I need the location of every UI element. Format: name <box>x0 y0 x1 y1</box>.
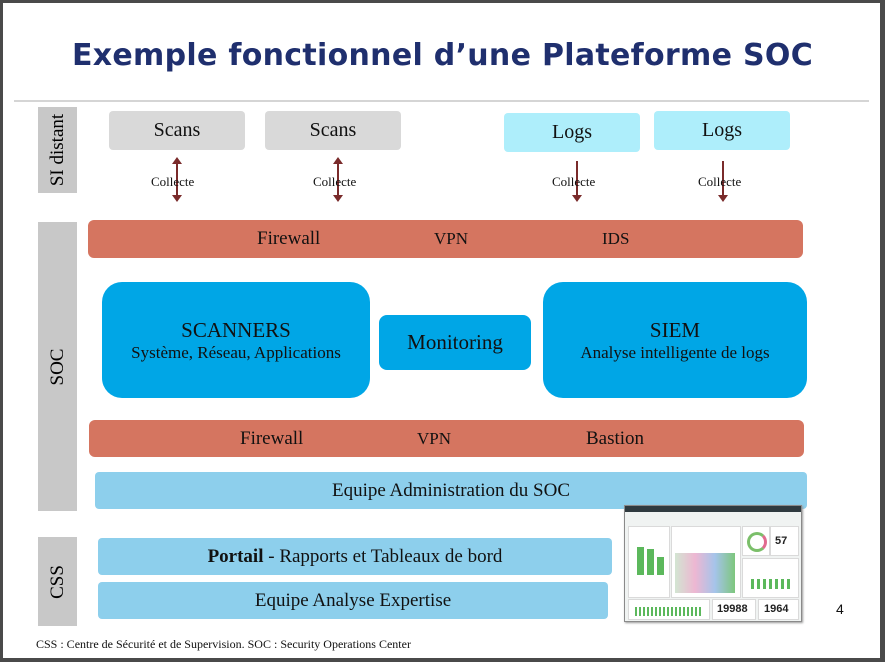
band1-firewall: Firewall <box>257 228 321 249</box>
collecte-label-2: Collecte <box>313 174 357 189</box>
dashboard-panel-timeline <box>628 599 710 620</box>
firewall-vpn-ids-band: Firewall VPN IDS <box>88 220 803 258</box>
monitoring-label: Monitoring <box>407 330 503 354</box>
analyse-band: Equipe Analyse Expertise <box>98 582 608 619</box>
side-label-soc: SOC <box>38 222 77 511</box>
side-label-css-text: CSS <box>46 564 68 599</box>
band1-vpn: VPN <box>434 229 469 248</box>
footer-note: CSS : Centre de Sécurité et de Supervisi… <box>36 637 411 651</box>
dashboard-panel-count: 57 <box>770 526 799 556</box>
side-label-soc-text: SOC <box>46 348 68 385</box>
dashboard-count-1964: 1964 <box>764 603 789 615</box>
slide-title: Exemple fonctionnel d’une Plateforme SOC <box>71 38 814 73</box>
collecte-label-1: Collecte <box>151 174 195 189</box>
dashboard-topbar <box>625 506 801 512</box>
dashboard-panel-total-1: 19988 <box>712 599 756 620</box>
monitoring-box: Monitoring <box>379 315 531 370</box>
logs-box-1: Logs <box>504 113 640 152</box>
band2-bastion: Bastion <box>586 427 645 449</box>
logs-box-2: Logs <box>654 111 790 150</box>
band2-firewall: Firewall <box>240 427 304 449</box>
down-arrow-1 <box>572 161 582 202</box>
scans-box-1: Scans <box>109 111 245 150</box>
band2-vpn: VPN <box>417 428 452 448</box>
bidirectional-arrow-1 <box>172 157 182 202</box>
dashboard-thumbnail: 57 19988 1964 <box>624 505 802 622</box>
collecte-label-3: Collecte <box>552 174 596 189</box>
portail-rest: - Rapports et Tableaux de bord <box>263 545 503 567</box>
dashboard-count-19988: 19988 <box>717 603 748 615</box>
page-number: 4 <box>836 601 844 617</box>
portail-band: Portail - Rapports et Tableaux de bord <box>98 538 612 575</box>
side-label-si-distant: SI distant <box>38 107 77 193</box>
admin-soc-band: Equipe Administration du SOC <box>95 472 807 509</box>
dashboard-panel-donut <box>742 526 770 556</box>
title-divider <box>14 100 869 102</box>
firewall-vpn-bastion-band: Firewall VPN Bastion <box>89 420 804 457</box>
dashboard-count-57: 57 <box>775 535 788 547</box>
scanners-subtitle: Système, Réseau, Applications <box>131 342 341 362</box>
dashboard-panel-total-2: 1964 <box>758 599 799 620</box>
bidirectional-arrow-2 <box>333 157 343 202</box>
siem-title: SIEM <box>649 317 701 342</box>
side-label-css: CSS <box>38 537 77 626</box>
scanners-title: SCANNERS <box>181 317 291 342</box>
dashboard-panel-area <box>671 526 741 598</box>
down-arrow-2 <box>718 161 728 202</box>
siem-box: SIEM Analyse intelligente de logs <box>543 282 807 398</box>
siem-subtitle: Analyse intelligente de logs <box>580 342 770 362</box>
collecte-label-4: Collecte <box>698 174 742 189</box>
scans-box-2: Scans <box>265 111 401 150</box>
scanners-box: SCANNERS Système, Réseau, Applications <box>102 282 370 398</box>
side-label-si-text: SI distant <box>46 113 68 187</box>
portail-bold: Portail <box>207 545 264 567</box>
dashboard-panel-bars <box>628 526 670 598</box>
dashboard-panel-mini-bars <box>742 558 799 598</box>
band1-ids: IDS <box>602 229 630 248</box>
